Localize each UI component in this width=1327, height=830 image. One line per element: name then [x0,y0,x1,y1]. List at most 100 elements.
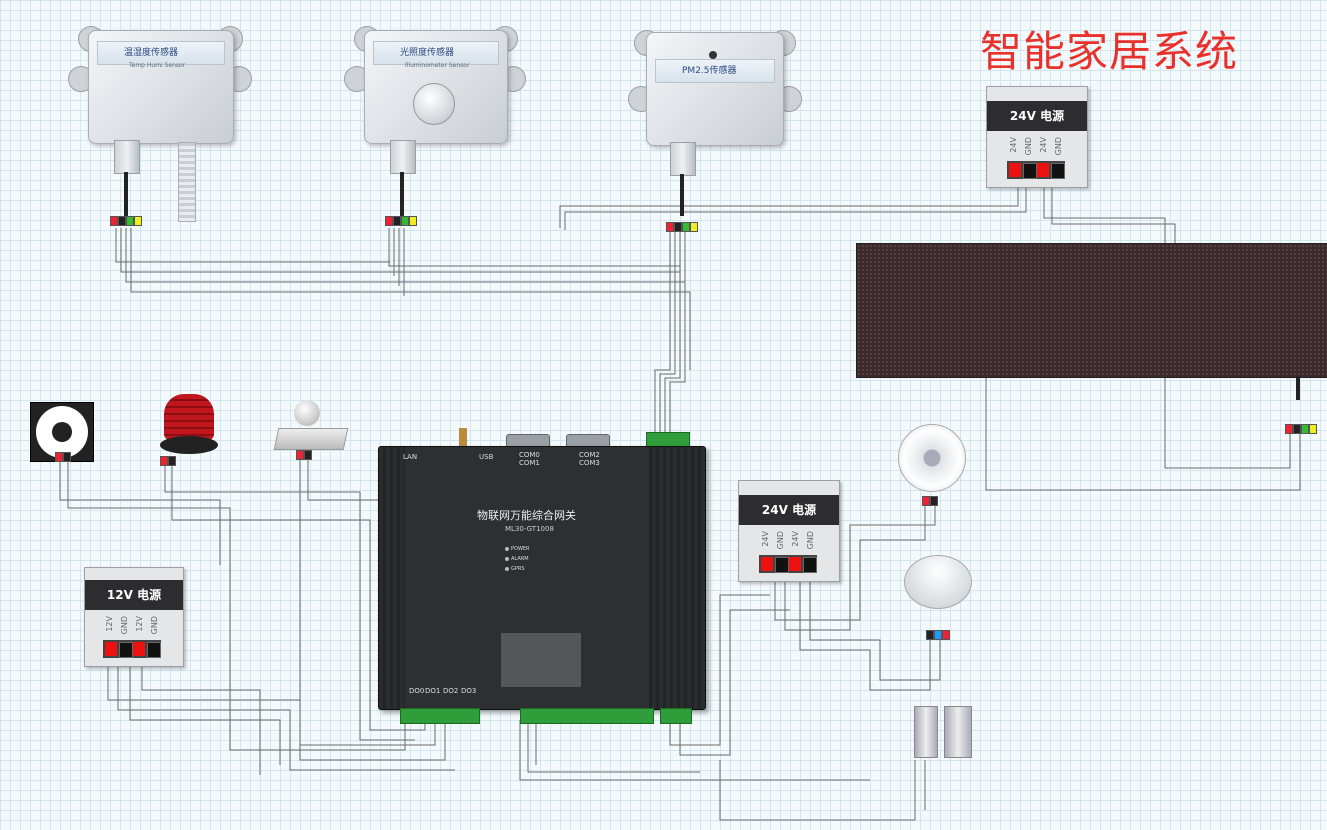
fan[interactable] [30,402,94,462]
connector-red[interactable] [922,496,930,506]
sensor-sublabel: Temp Humi Sensor [129,62,186,69]
terminal-black[interactable] [1051,163,1065,179]
connector-yellow[interactable] [409,216,417,226]
psu-label: 12V 电源 [85,580,183,610]
connector-red[interactable] [942,630,950,640]
connector-red[interactable] [55,452,63,462]
connector-black[interactable] [118,216,126,226]
power-supply-24v-top[interactable]: 24V 电源 24V GND 24V GND [986,86,1088,188]
connector-black[interactable] [930,496,938,506]
connector-yellow[interactable] [690,222,698,232]
connector-black[interactable] [926,630,934,640]
terminal-label: 12V [135,616,144,632]
lan-label: LAN [403,453,418,461]
led-indicator [505,547,509,551]
terminal-label: GND [1024,137,1033,156]
connector-black[interactable] [1293,424,1301,434]
door-sensor-switch[interactable] [944,706,972,758]
terminal-label: GND [1054,137,1063,156]
switch-knob[interactable] [294,400,320,426]
power-terminal-block[interactable] [660,708,692,724]
com1-label: COM1 [519,459,540,467]
switch-base [273,428,349,450]
sensor-sublabel: Illuminometer Sensor [405,62,470,69]
do-terminal-block[interactable] [400,708,480,724]
sensor-label: 光照度传感器 [373,41,499,65]
terminal-label: GND [776,531,785,550]
connector-red[interactable] [110,216,118,226]
connector-green[interactable] [126,216,134,226]
com0-label: COM0 [519,451,540,459]
sensor-housing: 温湿度传感器 Temp Humi Sensor [88,30,234,144]
connector-yellow[interactable] [1309,424,1317,434]
sensor-cable [400,172,404,216]
connector-yellow[interactable] [134,216,142,226]
terminal-red[interactable] [1009,163,1021,177]
led-indicator [505,557,509,561]
terminal-black[interactable] [1023,163,1037,179]
led-label-alarm: ALARM [511,556,529,562]
connector-red[interactable] [296,450,304,460]
terminal-black[interactable] [119,642,133,658]
cable-gland [114,140,140,174]
sensor-label: PM2.5传感器 [655,59,775,83]
terminal-label: 24V [1039,137,1048,153]
psu-label: 24V 电源 [739,495,839,525]
humidity-probe [178,142,196,222]
terminal-red[interactable] [1037,163,1049,177]
terminal-red[interactable] [789,557,801,571]
connector-green[interactable] [682,222,690,232]
connector-black[interactable] [168,456,176,466]
connector-black[interactable] [304,450,312,460]
di-ai-terminal-block[interactable] [520,708,654,724]
com2-label: COM2 [579,451,600,459]
speaker[interactable] [898,424,966,492]
power-supply-12v[interactable]: 12V 电源 12V GND 12V GND [84,567,184,667]
terminal-red[interactable] [133,642,145,656]
do3-label: DO3 [461,687,477,695]
terminal-label: 12V [105,616,114,632]
terminal-label: 24V [1009,137,1018,153]
terminal-red[interactable] [105,642,117,656]
connector-green[interactable] [401,216,409,226]
connector-black[interactable] [393,216,401,226]
gateway-model: ML30-GT1008 [505,525,554,533]
alarm-light-base [160,436,218,454]
connector-red[interactable] [385,216,393,226]
connector-black[interactable] [63,452,71,462]
connector-green[interactable] [1301,424,1309,434]
terminal-red[interactable] [761,557,773,571]
cable-gland [390,140,416,174]
terminal-block [103,640,161,658]
sensor-label: 温湿度传感器 [97,41,225,65]
terminal-label: GND [150,616,159,635]
page-title: 智能家居系统 [980,27,1239,76]
terminal-black[interactable] [775,557,789,573]
connector-black[interactable] [674,222,682,232]
do0-label: DO0 [409,687,425,695]
connector-red[interactable] [1285,424,1293,434]
terminal-black[interactable] [803,557,817,573]
iot-gateway[interactable]: LAN USB COM0 COM1 COM2 COM3 物联网万能综合网关 ML… [378,446,706,710]
cable-gland [670,142,696,176]
terminal-black[interactable] [147,642,161,658]
door-sensor-magnet[interactable] [914,706,938,758]
power-supply-24v-mid[interactable]: 24V 电源 24V GND 24V GND [738,480,840,582]
terminal-block [759,555,817,573]
terminal-label: GND [806,531,815,550]
alarm-light[interactable] [164,394,214,440]
terminal-block [1007,161,1065,179]
led-indicator [505,567,509,571]
led-display-panel[interactable] [856,243,1327,378]
gateway-name: 物联网万能综合网关 [477,509,576,522]
smoke-detector[interactable] [904,555,972,609]
psu-label: 24V 电源 [987,101,1087,131]
connector-red[interactable] [666,222,674,232]
fan-hub-icon [52,422,72,442]
led-label-power: POWER [511,546,530,552]
com3-label: COM3 [579,459,600,467]
fan-housing [36,406,88,458]
gateway-window [501,633,581,687]
connector-red[interactable] [160,456,168,466]
connector-blue[interactable] [934,630,942,640]
